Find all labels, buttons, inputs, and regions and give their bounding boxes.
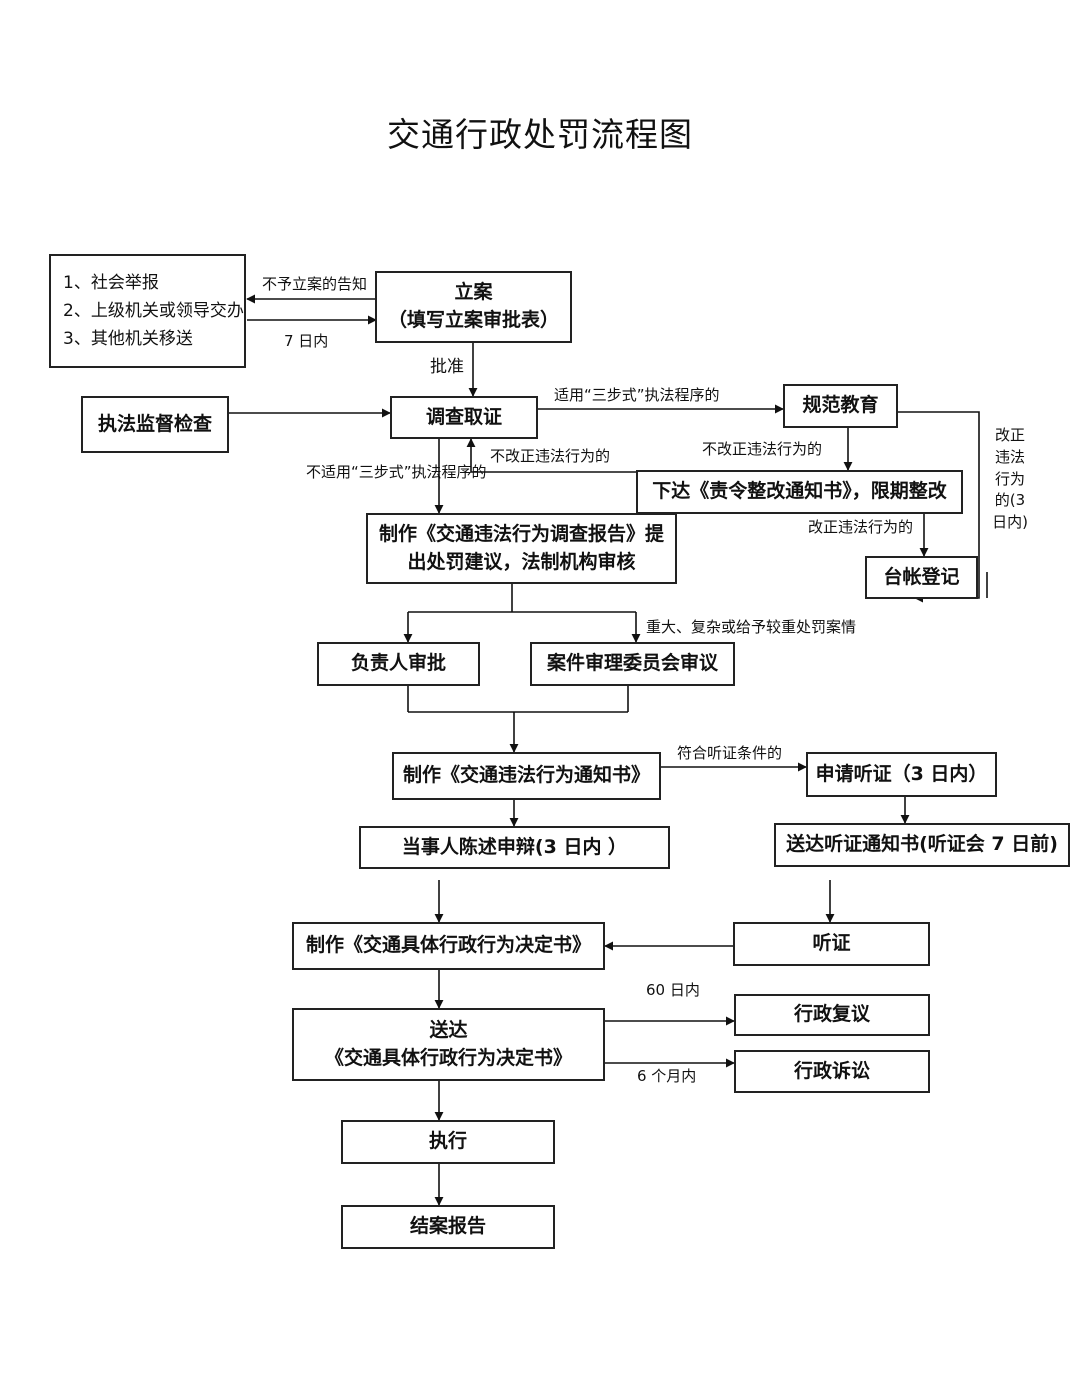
closing-report-box: 结案报告 <box>341 1205 555 1249</box>
investigation-box: 调查取证 <box>390 396 538 439</box>
ledger-box: 台帐登记 <box>865 556 978 599</box>
label-approve: 批准 <box>430 357 464 377</box>
label-not-corrected-back: 不改正违法行为的 <box>490 447 611 465</box>
sources-box: 1、社会举报 2、上级机关或领导交办 3、其他机关移送 <box>49 254 246 368</box>
deliver-line: 《交通具体行政行为决定书》 <box>324 1046 572 1069</box>
deliver-line: 送达 <box>429 1018 468 1041</box>
source-item: 1、社会举报 <box>63 272 159 293</box>
rectify-order-box: 下达《责令整改通知书》，限期整改 <box>636 470 963 514</box>
defense-box: 当事人陈述申辩(3 日内 ） <box>359 826 670 869</box>
filing-subtitle: （填写立案审批表） <box>387 309 559 331</box>
label-serious-case: 重大、复杂或给予较重处罚案情 <box>646 618 857 636</box>
arrow-back-to-investigation <box>466 438 636 473</box>
filing-box: 立案 （填写立案审批表） <box>375 271 572 343</box>
litigation-box: 行政诉讼 <box>734 1050 930 1093</box>
label-not-corrected: 不改正违法行为的 <box>702 440 823 458</box>
label-corrected: 改正违法行为的 <box>808 518 914 536</box>
label-not-three-step: 不适用“三步式”执法程序的 <box>306 463 487 481</box>
page-title: 交通行政处罚流程图 <box>387 115 693 154</box>
leader-approval-box: 负责人审批 <box>317 642 480 686</box>
label-hearing-condition: 符合听证条件的 <box>677 744 783 762</box>
education-box: 规范教育 <box>783 384 898 428</box>
hearing-apply-box: 申请听证（3 日内） <box>806 752 997 797</box>
label-no-filing-notice: 不予立案的告知 <box>262 275 368 293</box>
report-line: 出处罚建议，法制机构审核 <box>407 550 636 573</box>
label-sixty-days: 60 日内 <box>646 981 700 999</box>
reconsideration-box: 行政复议 <box>734 994 930 1036</box>
notice-box: 制作《交通违法行为通知书》 <box>392 752 661 800</box>
deliver-box: 送达 《交通具体行政行为决定书》 <box>292 1008 605 1081</box>
hearing-notice-box: 送达听证通知书(听证会 7 日前) <box>774 823 1070 867</box>
label-seven-days: 7 日内 <box>284 332 329 350</box>
source-item: 3、其他机关移送 <box>63 329 193 350</box>
source-item: 2、上级机关或领导交办 <box>63 300 244 321</box>
decision-box: 制作《交通具体行政行为决定书》 <box>292 922 605 970</box>
execute-box: 执行 <box>341 1120 555 1164</box>
report-box: 制作《交通违法行为调查报告》提 出处罚建议，法制机构审核 <box>366 513 677 584</box>
inspection-box: 执法监督检查 <box>81 396 229 453</box>
report-line: 制作《交通违法行为调查报告》提 <box>378 522 664 545</box>
committee-review-box: 案件审理委员会审议 <box>530 642 735 686</box>
filing-title: 立案 <box>454 281 493 304</box>
label-three-step: 适用“三步式”执法程序的 <box>554 386 720 404</box>
label-corrected-side: 改正违法行为的(3日内) <box>992 426 1028 531</box>
label-six-months: 6 个月内 <box>637 1067 697 1085</box>
hearing-box: 听证 <box>733 922 930 966</box>
